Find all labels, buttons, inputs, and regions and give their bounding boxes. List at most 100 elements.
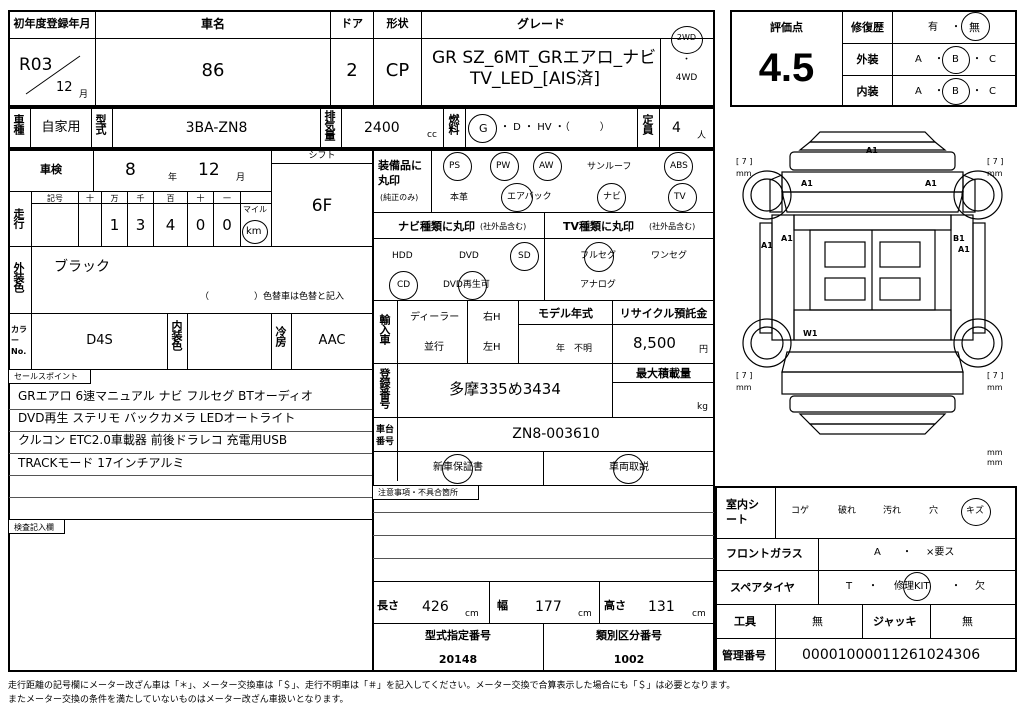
- diagram-mark-hood: A1: [866, 146, 878, 155]
- color-no-label: カラーNo.: [11, 325, 27, 357]
- exterior-dot2: ・: [972, 54, 982, 65]
- footer-line2: またメーター交換の条件を満たしていないものはメーター改ざん車扱いとなります。: [8, 695, 349, 705]
- svg-text:[ 7 ]: [ 7 ]: [736, 371, 752, 380]
- displacement: 2400: [364, 120, 400, 136]
- spare-label: スペアタイヤ: [730, 581, 795, 594]
- glass-label: フロントガラス: [726, 547, 803, 560]
- odo-digit-5: 0: [222, 216, 232, 234]
- nav-dvd-play-circle: [458, 271, 487, 300]
- equip-item-5: 本革: [450, 193, 469, 203]
- svg-text:[ 7 ]: [ 7 ]: [736, 157, 752, 166]
- fuel-rest: ・ D ・ HV ・（ ）: [500, 122, 610, 133]
- interior-dot2: ・: [972, 86, 982, 97]
- interior-label: 内装: [856, 85, 879, 98]
- inspector-label-tab: [9, 520, 65, 534]
- body-type-label: 形状: [386, 17, 409, 30]
- usage-label: 車種: [12, 114, 25, 134]
- sales-label-tab: [9, 370, 91, 384]
- exterior-a: A: [915, 54, 922, 65]
- repair-yes: 有: [928, 22, 938, 33]
- ext-color-label: 外装色: [12, 262, 25, 292]
- exterior-c: C: [989, 54, 996, 65]
- odo-header-2: 万: [110, 194, 119, 203]
- odo-digit-4: 0: [195, 216, 206, 234]
- int-color-label: 内装色: [170, 320, 183, 350]
- svg-text:mm: mm: [736, 169, 752, 178]
- body-type: CP: [385, 60, 410, 81]
- nav-sub: (社外品含む): [480, 222, 527, 231]
- equip-label: 装備品に丸印: [378, 159, 422, 188]
- equip-circle-8: [668, 183, 697, 212]
- chassis-label: 車台番号: [376, 425, 395, 447]
- svg-text:mm: mm: [736, 383, 752, 392]
- displacement-label: 排気量: [323, 110, 336, 140]
- inspector-label: 検査記入欄: [14, 523, 54, 532]
- displacement-unit: cc: [427, 130, 437, 140]
- class-value: 1002: [613, 653, 645, 666]
- score-label: 評価点: [770, 21, 803, 34]
- diagram-mark-right-fender: B1: [953, 234, 965, 243]
- equip-circle-6: [501, 183, 533, 212]
- interior-c: C: [989, 86, 996, 97]
- width-unit: cm: [578, 609, 592, 619]
- model-code-label: 型式: [94, 114, 107, 134]
- length-value: 426: [422, 599, 449, 615]
- notes-label: 注意事項・不具合箇所: [378, 488, 458, 497]
- nav-item-0: HDD: [392, 251, 413, 261]
- first-reg-month-unit: 月: [79, 90, 89, 100]
- color-no: D4S: [86, 333, 113, 348]
- sales-line-2: クルコン ETC2.0車載器 前後ドラレコ 充電用USB: [18, 433, 288, 447]
- equip-item-3: サンルーフ: [587, 162, 632, 172]
- grade-line2: TV_LED_[AIS済]: [470, 69, 601, 89]
- plate-value: 多摩335め3434: [449, 380, 561, 398]
- drive-2wd-circle: [671, 26, 703, 54]
- repair-label: 修復歴: [851, 21, 884, 34]
- equip-circle-0: [443, 152, 472, 181]
- inspection-month: 12: [198, 160, 220, 180]
- sheet-item-0: コゲ: [791, 506, 810, 516]
- usage: 自家用: [41, 120, 81, 135]
- grade-label: グレード: [516, 17, 565, 31]
- manual-circle: [613, 454, 644, 484]
- type-cert-label: 型式指定番号: [425, 629, 491, 642]
- svg-text:mm: mm: [987, 458, 1003, 467]
- nav-circle-3: [389, 271, 418, 300]
- ac-label: 冷房: [274, 326, 287, 346]
- height-value: 131: [648, 599, 675, 615]
- model-name: 86: [201, 60, 225, 81]
- ext-color-value: ブラック: [54, 259, 110, 275]
- tv-item-2: アナログ: [580, 280, 616, 290]
- recycle-label: リサイクル預託金: [619, 307, 708, 320]
- sales-line-3: TRACKモード 17インチアルミ: [18, 456, 185, 470]
- fuel-g-circle: [468, 114, 497, 143]
- tv-circle-0: [584, 242, 614, 272]
- odo-header-5: 十: [196, 194, 205, 203]
- warranty-circle: [442, 454, 473, 484]
- nav-item-1: DVD: [459, 251, 479, 261]
- sales-label: セールスポイント: [14, 372, 78, 381]
- exterior-dot1: ・: [934, 54, 944, 65]
- class-label: 類別区分番号: [596, 629, 662, 642]
- sheet-label: 室内シート: [726, 498, 759, 527]
- plate-label: 登録番号: [378, 368, 391, 408]
- diagram-mark-front-left: A1: [801, 179, 813, 188]
- tools-label: 工具: [734, 615, 756, 628]
- sheet-item-3: 穴: [929, 506, 939, 516]
- tools-value: 無: [812, 615, 823, 628]
- width-value: 177: [535, 599, 562, 615]
- drive-dot: ・: [681, 55, 691, 65]
- diagram-mark-windshield: W1: [803, 329, 818, 338]
- spare-dot1: ・: [868, 581, 878, 592]
- sheet-item-2: 汚れ: [883, 506, 902, 516]
- capacity: 4: [672, 120, 681, 136]
- spare-t: T: [846, 581, 853, 592]
- shift-label: シフト: [308, 151, 336, 161]
- svg-text:mm: mm: [987, 448, 1003, 457]
- inspection-label: 車検: [40, 163, 62, 176]
- recycle-value: 8,500: [633, 334, 676, 352]
- sheet-item-circle: [961, 498, 991, 526]
- equip-circle-1: [490, 152, 519, 181]
- lh: 左H: [483, 342, 501, 353]
- middle-column: [372, 149, 715, 672]
